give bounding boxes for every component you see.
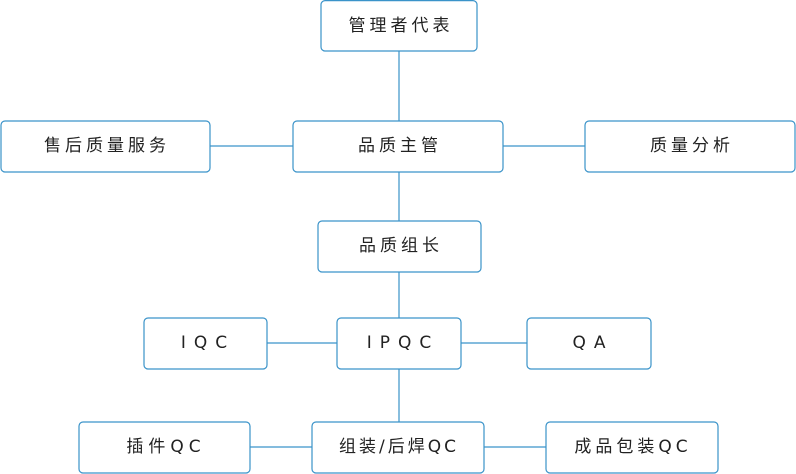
node-box <box>545 421 719 474</box>
node-label: QA <box>572 333 613 353</box>
node-plugin-qc: 插件QC <box>78 421 251 474</box>
node-label: 品质主管 <box>358 136 442 156</box>
node-quality-supervisor: 品质主管 <box>292 120 504 173</box>
connectors <box>210 51 585 448</box>
node-label: IQC <box>181 333 235 353</box>
node-box <box>336 317 462 370</box>
node-finished-packing-qc: 成品包装QC <box>545 421 719 474</box>
node-ipqc: IPQC <box>336 317 462 370</box>
node-label: 售后质量服务 <box>44 136 170 156</box>
node-quality-analysis: 质量分析 <box>584 120 796 173</box>
node-box <box>320 0 478 52</box>
node-box <box>0 120 211 173</box>
node-box <box>584 120 796 173</box>
node-box <box>143 317 268 370</box>
node-qa: QA <box>526 317 652 370</box>
node-management-representative: 管理者代表 <box>320 0 478 52</box>
node-after-sales-quality-service: 售后质量服务 <box>0 120 211 173</box>
node-label: 质量分析 <box>650 136 734 156</box>
node-assembly-post-solder-qc: 组装/后焊QC <box>311 421 485 474</box>
node-box <box>526 317 652 370</box>
node-box <box>78 421 251 474</box>
node-label: 管理者代表 <box>349 16 454 36</box>
node-quality-team-leader: 品质组长 <box>317 220 482 273</box>
node-label: IPQC <box>367 333 440 353</box>
node-box <box>317 220 482 273</box>
node-label: 成品包装QC <box>574 437 691 457</box>
node-label: 组装/后焊QC <box>339 437 459 457</box>
node-label: 品质组长 <box>359 236 443 256</box>
node-iqc: IQC <box>143 317 268 370</box>
node-box <box>292 120 504 173</box>
node-box <box>311 421 485 474</box>
node-label: 插件QC <box>126 437 205 457</box>
